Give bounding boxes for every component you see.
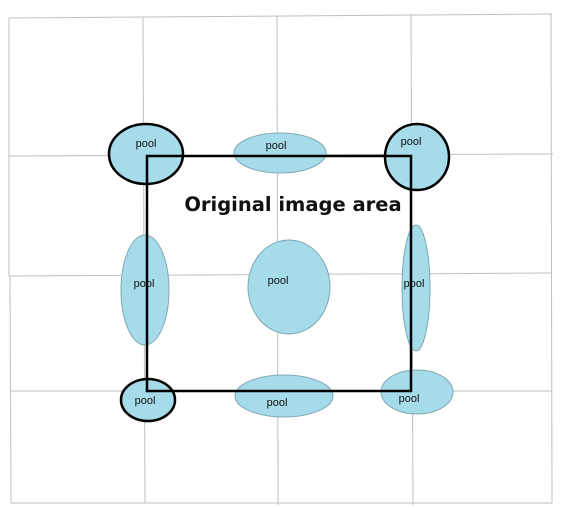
original-image-frame [145, 154, 413, 393]
grid-line [9, 275, 12, 504]
grid-line [550, 13, 553, 504]
pool-label: pool [401, 136, 422, 148]
grid-line [8, 13, 553, 19]
pool-label: pool [136, 138, 157, 150]
pool-labels: pool pool pool pool pool pool pool pool … [134, 136, 425, 409]
pool-middle-left [120, 234, 170, 346]
diagram-title: Original image area [184, 193, 401, 216]
pool-label: pool [266, 140, 287, 152]
pool-label: pool [134, 278, 155, 290]
pool-label: pool [135, 395, 156, 407]
pool-label: pool [268, 275, 289, 287]
pool-label: pool [399, 393, 420, 405]
pool-middle-right [401, 224, 431, 352]
pool-center [247, 239, 331, 335]
pool-label: pool [404, 278, 425, 290]
pool-bottom-middle [234, 374, 334, 418]
pool-label: pool [267, 397, 288, 409]
pools [107, 122, 454, 423]
pool-top-middle [233, 132, 327, 174]
